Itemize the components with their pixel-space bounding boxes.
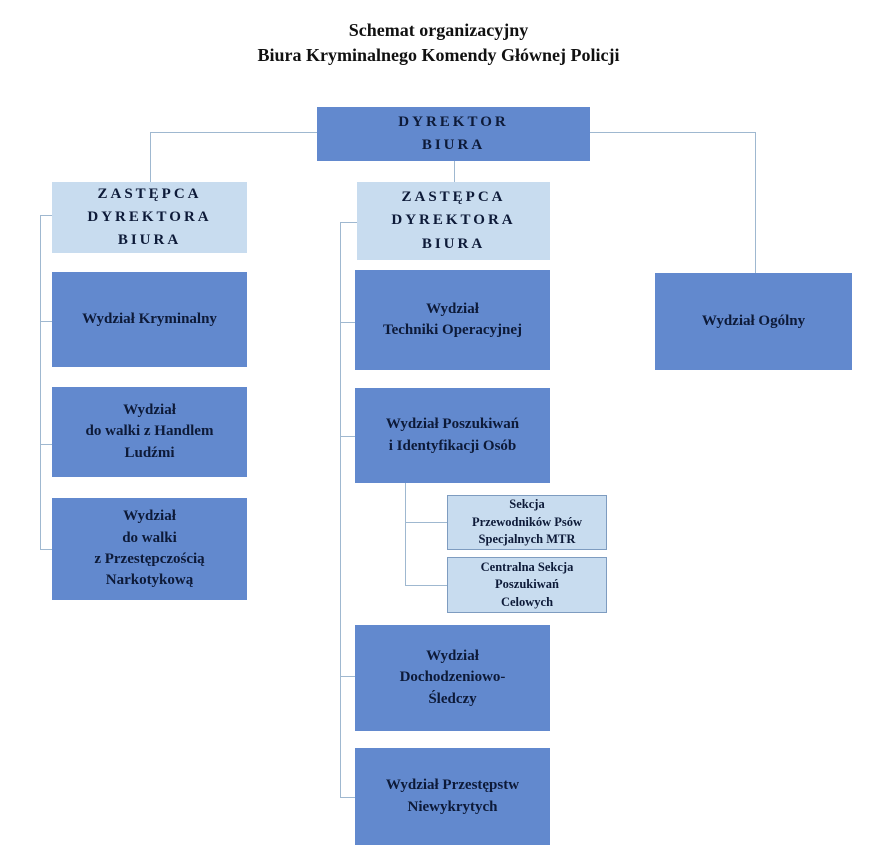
connector-line [340,222,357,223]
node-label: Wydział do walki z Handlem Ludźmi [85,402,214,461]
page-title: Schemat organizacyjny Biura Kryminalnego… [0,18,877,68]
node-centralna-sekcja-poszukiwan: Centralna Sekcja Poszukiwań Celowych [447,557,607,613]
node-label: Sekcja Przewodników Psów Specjalnych MTR [471,497,583,547]
page-title-line1: Schemat organizacyjny [348,20,529,40]
node-dyrektor-biura: DYREKTOR BIURA [317,107,590,161]
node-label: Wydział Kryminalny [82,310,217,327]
node-zastepca-dyrektora-left: ZASTĘPCA DYREKTORA BIURA [52,182,247,253]
page-title-line2: Biura Kryminalnego Komendy Głównej Polic… [257,45,620,66]
connector-line [40,215,41,549]
node-label: Wydział do walki z Przestępczością Narko… [94,508,205,589]
connector-line [405,585,447,586]
node-label: Centralna Sekcja Poszukiwań Celowych [480,559,574,609]
connector-line [755,132,756,273]
connector-line [590,132,755,133]
connector-line [340,222,341,797]
node-sekcja-przewodnikow-psow: Sekcja Przewodników Psów Specjalnych MTR [447,495,607,550]
connector-line [340,797,355,798]
node-wydzial-ogolny: Wydział Ogólny [655,273,852,370]
node-label: DYREKTOR BIURA [398,113,509,153]
connector-line [40,215,52,216]
node-label: Wydział Poszukiwań i Identyfikacji Osób [385,416,520,454]
node-wydzial-przestepstw-niewykrytych: Wydział Przestępstw Niewykrytych [355,748,550,845]
node-label: Wydział Ogólny [701,312,806,329]
connector-line [40,549,52,550]
node-wydzial-techniki-operacyjnej: Wydział Techniki Operacyjnej [355,270,550,370]
node-wydzial-poszukiwan: Wydział Poszukiwań i Identyfikacji Osób [355,388,550,483]
node-wydzial-kryminalny: Wydział Kryminalny [52,272,247,367]
connector-line [150,132,317,133]
node-label: ZASTĘPCA DYREKTORA BIURA [391,189,516,252]
connector-line [340,436,355,437]
connector-line [40,321,52,322]
node-label: Wydział Techniki Operacyjnej [382,300,523,338]
connector-line [454,161,455,182]
connector-line [150,132,151,182]
connector-line [340,676,355,677]
node-zastepca-dyrektora-middle: ZASTĘPCA DYREKTORA BIURA [357,182,550,260]
connector-line [405,522,447,523]
connector-line [340,322,355,323]
connector-line [405,483,406,585]
node-label: Wydział Dochodzeniowo- Śledczy [399,648,506,707]
connector-line [40,444,52,445]
node-wydzial-narkotykowa: Wydział do walki z Przestępczością Narko… [52,498,247,600]
node-label: Wydział Przestępstw Niewykrytych [385,777,520,815]
node-wydzial-handel-ludzmi: Wydział do walki z Handlem Ludźmi [52,387,247,477]
node-label: ZASTĘPCA DYREKTORA BIURA [87,185,212,249]
node-wydzial-dochodzeniowo-sledczy: Wydział Dochodzeniowo- Śledczy [355,625,550,731]
